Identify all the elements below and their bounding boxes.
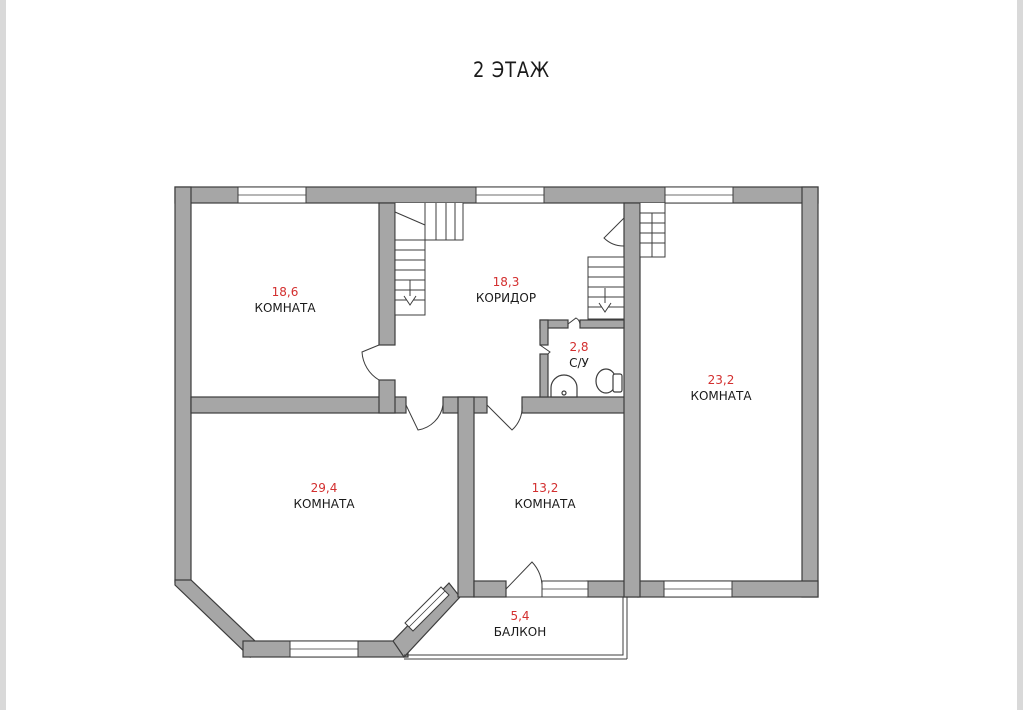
- wall-h-right: [521, 396, 639, 414]
- page-edge-left: [0, 0, 6, 710]
- room-area: 18,3: [493, 275, 520, 289]
- wall-v-corridor-left: [378, 202, 396, 346]
- door-room-29: [405, 404, 444, 431]
- wall-left: [174, 186, 192, 583]
- windows: [237, 186, 734, 658]
- wall-right: [801, 186, 819, 598]
- room-name: КОМНАТА: [514, 497, 576, 511]
- room-area: 18,6: [272, 285, 299, 299]
- door-room-23: [603, 217, 625, 247]
- room-name: КОМНАТА: [690, 389, 752, 403]
- wall-v-room23: [623, 202, 641, 598]
- room-name: БАЛКОН: [494, 625, 546, 639]
- outer-walls: [174, 186, 819, 659]
- balcony-outline: [404, 596, 624, 656]
- room-name: С/У: [569, 356, 589, 370]
- room-label-5: 29,4 КОМНАТА: [293, 481, 355, 511]
- wall-bath-top-b: [579, 319, 625, 329]
- stairs-left: [394, 203, 464, 316]
- door-room-18: [361, 344, 380, 381]
- stairs-right: [587, 203, 666, 320]
- room-label-3: 2,8 С/У: [569, 340, 589, 370]
- toilet-icon: [595, 368, 623, 394]
- door-bath-small: [567, 317, 581, 325]
- room-area: 2,8: [569, 340, 588, 354]
- door-bath: [539, 344, 551, 355]
- room-label-2: 18,3 КОРИДОР: [476, 275, 536, 305]
- door-room-13: [486, 404, 523, 431]
- room-area: 29,4: [311, 481, 338, 495]
- room-label-7: 5,4 БАЛКОН: [494, 609, 546, 639]
- room-name: КОМНАТА: [293, 497, 355, 511]
- wall-room13-bottom-a: [473, 580, 507, 598]
- room-name: КОМНАТА: [254, 301, 316, 315]
- room-area: 23,2: [708, 373, 735, 387]
- wall-v-corridor-left-low: [378, 379, 396, 414]
- wall-h-left: [190, 396, 407, 414]
- page-edge-right: [1017, 0, 1023, 710]
- balcony-rail: [404, 596, 628, 660]
- room-label-4: 23,2 КОМНАТА: [690, 373, 752, 403]
- room-area: 13,2: [532, 481, 559, 495]
- wall-bath-left-b: [539, 353, 549, 398]
- doors: [361, 217, 625, 590]
- wall-bay-right: [392, 582, 461, 658]
- wall-bath-left-a: [539, 319, 549, 346]
- room-area: 5,4: [510, 609, 529, 623]
- sink-icon: [550, 374, 578, 398]
- door-balcony: [505, 561, 543, 590]
- room-name: КОРИДОР: [476, 291, 536, 305]
- wall-v-room13: [457, 396, 475, 598]
- room-label-6: 13,2 КОМНАТА: [514, 481, 576, 511]
- interior-walls: [190, 202, 641, 598]
- room-label-1: 18,6 КОМНАТА: [254, 285, 316, 315]
- floor-title: 2 ЭТАЖ: [473, 58, 550, 82]
